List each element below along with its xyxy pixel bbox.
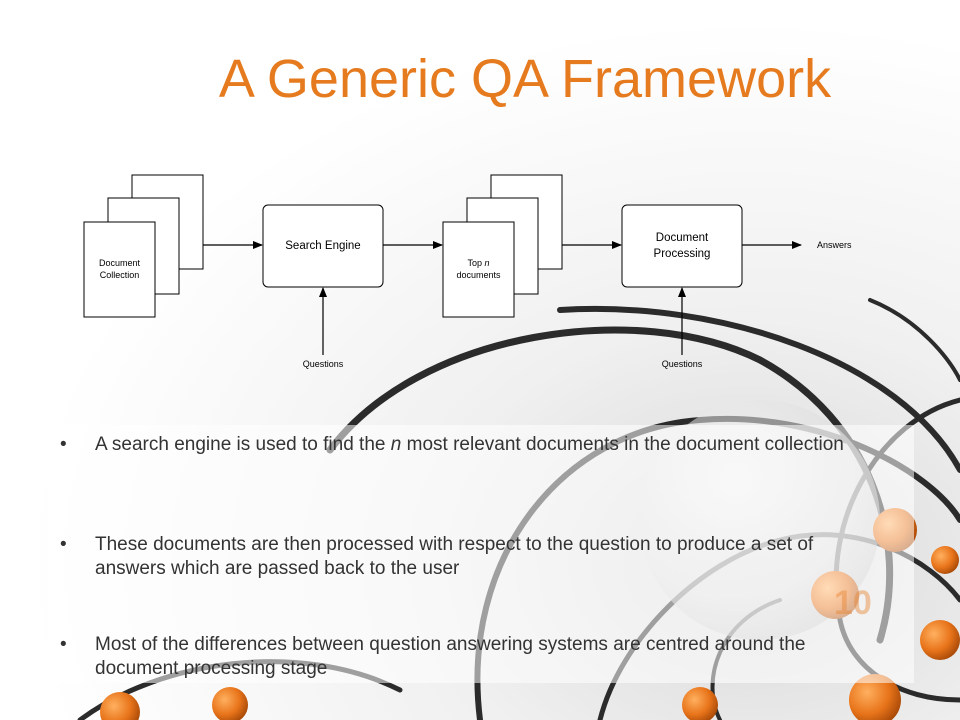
top-n-prefix: Top xyxy=(467,258,482,268)
bullet-2-text: These documents are then processed with … xyxy=(95,534,814,579)
bullet-1-text-pre: A search engine is used to find the xyxy=(95,434,391,455)
top-n-variable: n xyxy=(485,258,490,268)
doc-collection-box xyxy=(83,221,156,318)
bullet-marker: • xyxy=(60,534,67,555)
questions-label-2: Questions xyxy=(662,359,703,369)
top-n-label: Top n xyxy=(467,258,489,268)
doc-collection-label-1: Document xyxy=(99,258,141,268)
doc-collection-label-2: Collection xyxy=(100,270,140,280)
bullet-marker: • xyxy=(60,634,67,655)
doc-processing-label-2: Processing xyxy=(654,248,711,260)
questions-label-1: Questions xyxy=(303,359,344,369)
bullet-1-text: A search engine is used to find the n mo… xyxy=(95,433,875,457)
slide-title: A Generic QA Framework xyxy=(218,49,832,109)
bullet-list-panel xyxy=(48,425,914,683)
top-docs-box xyxy=(442,221,515,318)
doc-processing-label-1: Document xyxy=(656,232,709,244)
bullet-1-emphasis: n xyxy=(390,434,402,455)
search-engine-label: Search Engine xyxy=(285,240,360,252)
page-number: 10 xyxy=(834,584,872,622)
top-docs-label-2: documents xyxy=(456,270,501,280)
bullet-marker: • xyxy=(60,434,67,455)
bullet-3-text: Most of the differences between question… xyxy=(95,634,806,679)
doc-processing-box xyxy=(621,204,743,288)
bullet-1-text-post: most relevant documents in the document … xyxy=(401,434,844,455)
answers-label: Answers xyxy=(817,240,852,250)
